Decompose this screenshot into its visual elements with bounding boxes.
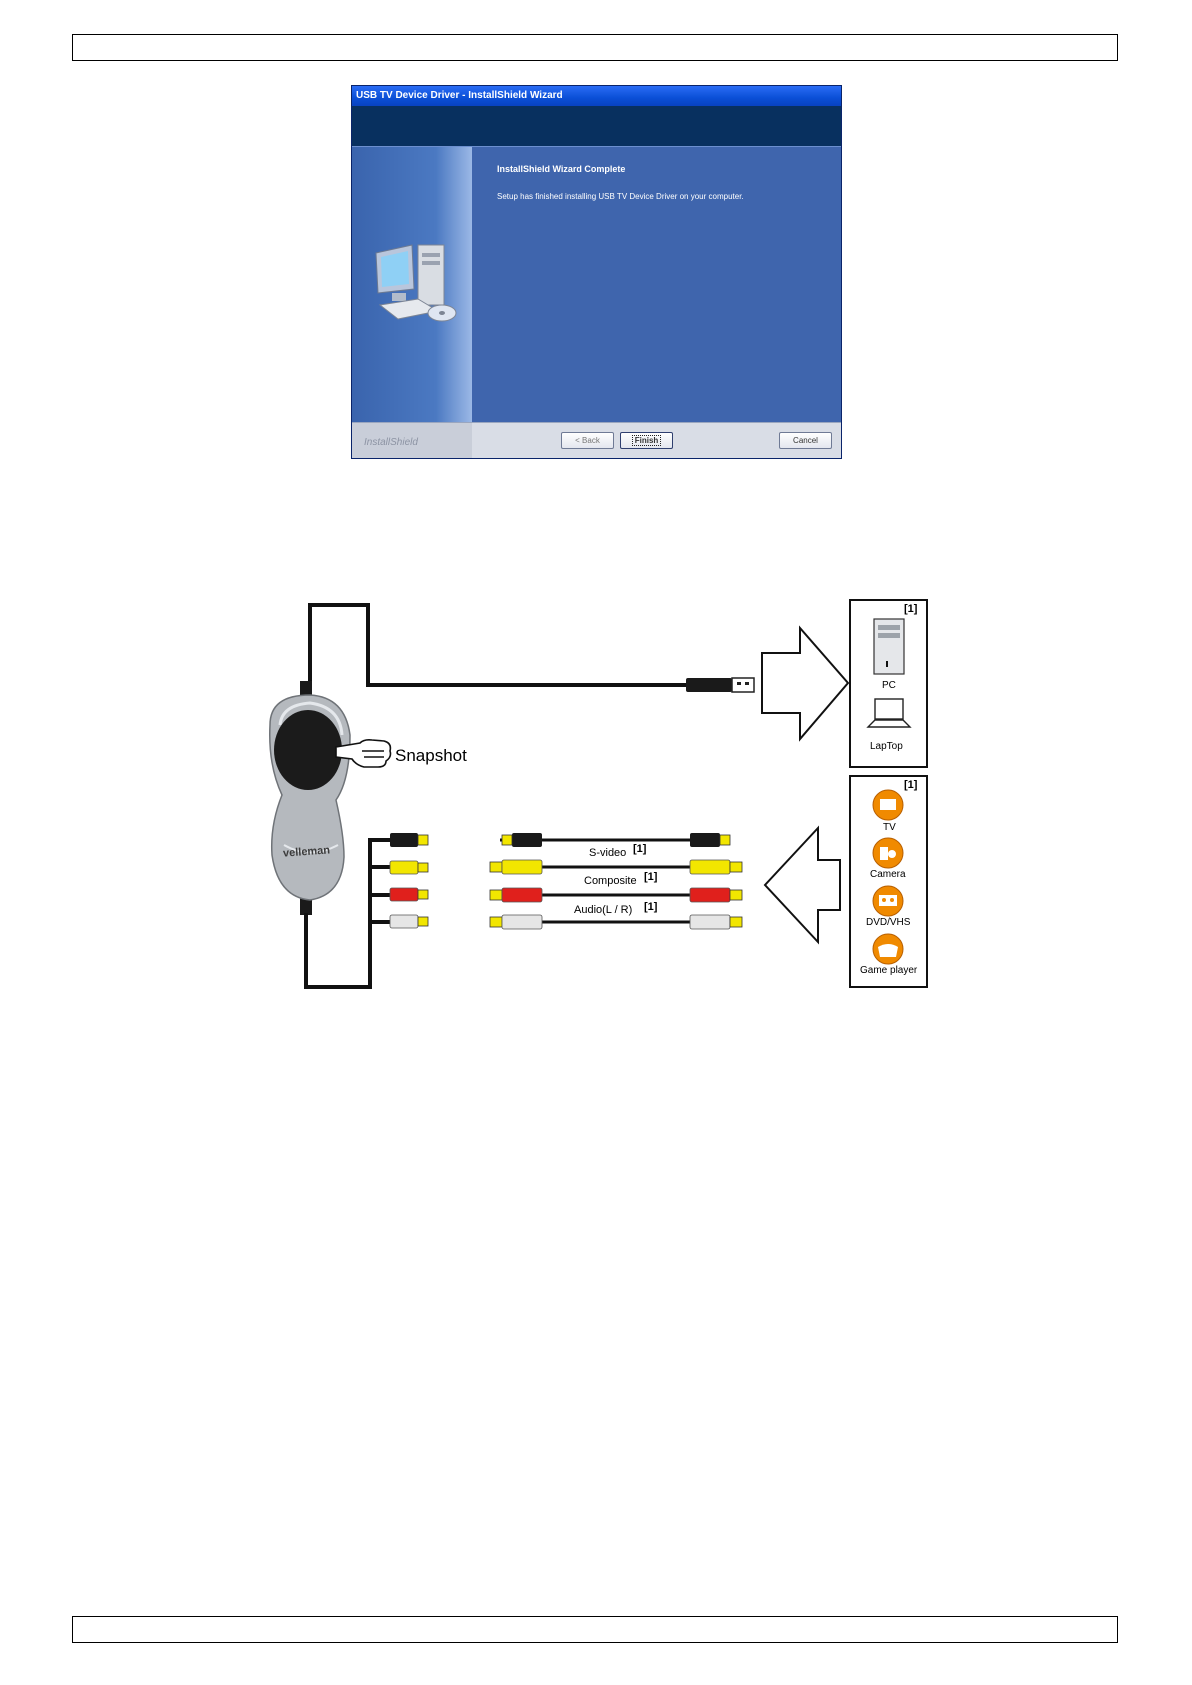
wizard-message: Setup has finished installing USB TV Dev…	[497, 192, 744, 201]
audio-red-connector-device	[390, 888, 428, 901]
audio-label: Audio(L / R)	[574, 904, 632, 916]
installshield-brand: InstallShield	[364, 437, 418, 448]
cancel-button[interactable]: Cancel	[779, 432, 832, 449]
dvd-vhs-icon	[873, 886, 903, 916]
audio-white-connector-device	[390, 915, 428, 928]
connection-diagram-art	[240, 595, 940, 995]
svideo-reference-mark: [1]	[633, 843, 646, 855]
page-header-box	[72, 34, 1118, 61]
svideo-label: S-video	[589, 847, 626, 859]
finish-button[interactable]: Finish	[620, 432, 673, 449]
arrow-to-computer	[762, 628, 848, 739]
svideo-cable	[500, 833, 730, 847]
tv-label: TV	[883, 822, 896, 833]
tv-icon	[873, 790, 903, 820]
svideo-connector-device	[390, 833, 428, 847]
laptop-label: LapTop	[870, 741, 903, 752]
composite-reference-mark: [1]	[644, 871, 657, 883]
camera-label: Camera	[870, 869, 906, 880]
back-button[interactable]: < Back	[561, 432, 614, 449]
computer-box-reference-mark: [1]	[904, 603, 917, 615]
camera-icon	[873, 838, 903, 868]
audio-reference-mark: [1]	[644, 901, 657, 913]
composite-label: Composite	[584, 875, 637, 887]
usb-plug-icon	[686, 678, 754, 692]
game-player-label: Game player	[860, 965, 917, 976]
installshield-wizard-window: USB TV Device Driver - InstallShield Wiz…	[351, 85, 842, 459]
audio-white-cable	[490, 915, 742, 929]
pc-tower-icon	[874, 619, 904, 674]
connection-diagram: Snapshot velleman S-video [1] Composite …	[240, 595, 940, 995]
computer-setup-icon	[372, 239, 458, 329]
source-box-reference-mark: [1]	[904, 779, 917, 791]
snapshot-label: Snapshot	[395, 746, 467, 766]
wizard-heading: InstallShield Wizard Complete	[497, 164, 625, 174]
usb-cable	[310, 605, 690, 685]
finish-button-label: Finish	[632, 435, 662, 446]
game-player-icon	[873, 934, 903, 964]
composite-connector-device	[390, 861, 428, 874]
composite-cable	[490, 860, 742, 874]
audio-red-cable	[490, 888, 742, 902]
dvd-vhs-label: DVD/VHS	[866, 917, 910, 928]
pc-label: PC	[882, 680, 896, 691]
page-footer-box	[72, 1616, 1118, 1643]
installshield-brand-area: InstallShield	[352, 423, 472, 459]
arrow-from-sources	[765, 828, 840, 942]
wizard-banner	[352, 106, 841, 147]
wizard-title: USB TV Device Driver - InstallShield Wiz…	[356, 90, 563, 101]
wizard-button-bar: InstallShield < Back Finish Cancel	[352, 422, 841, 459]
capture-device	[270, 681, 350, 915]
wizard-side-panel	[352, 147, 472, 422]
wizard-title-bar[interactable]: USB TV Device Driver - InstallShield Wiz…	[352, 86, 841, 106]
